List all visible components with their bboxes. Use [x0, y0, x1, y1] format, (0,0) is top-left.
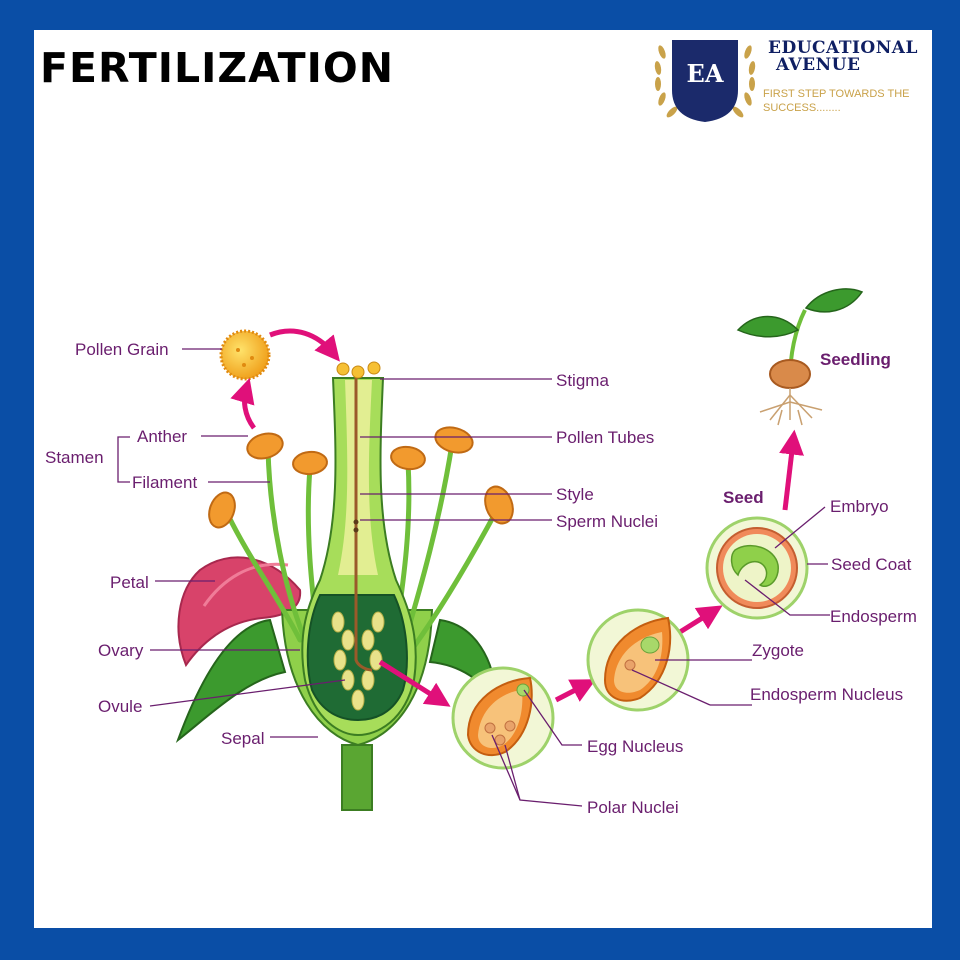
brand-monogram: EA	[687, 59, 724, 88]
brand-name-line1: EDUCATIONAL	[768, 38, 918, 58]
label-polar-nuclei: Polar Nuclei	[587, 798, 679, 817]
pollen-grain	[219, 329, 271, 381]
ovules	[331, 611, 385, 711]
seedling	[736, 288, 864, 426]
label-pollen-grain: Pollen Grain	[75, 340, 169, 359]
label-style: Style	[556, 485, 594, 504]
brand-name-line2: AVENUE	[776, 55, 861, 75]
process-arrows	[230, 328, 804, 707]
laurel-left-icon	[654, 45, 678, 118]
pollen-tube	[354, 378, 373, 672]
anthers	[208, 426, 514, 529]
label-sperm-nuclei: Sperm Nuclei	[556, 512, 658, 531]
label-anther: Anther	[137, 427, 187, 446]
page-title: FERTILIZATION	[40, 44, 395, 92]
label-stamen: Stamen	[45, 448, 104, 467]
label-filament: Filament	[132, 473, 197, 492]
label-embryo: Embryo	[830, 497, 889, 516]
label-sepal: Sepal	[221, 729, 264, 748]
flower-stem	[341, 744, 373, 811]
label-stigma: Stigma	[556, 371, 609, 390]
label-seed: Seed	[723, 488, 764, 507]
stigma-pollen	[336, 361, 381, 379]
laurel-right-icon	[732, 45, 756, 118]
brand-logo: EA	[654, 40, 756, 122]
brand-tagline-line1: FIRST STEP TOWARDS THE	[763, 88, 910, 100]
content-panel	[34, 30, 932, 928]
arrow-ovary-to-ovule	[378, 659, 451, 707]
label-seedling: Seedling	[820, 350, 891, 369]
style-inner	[338, 380, 378, 575]
leader-lines	[117, 348, 830, 807]
label-seed-coat: Seed Coat	[831, 555, 912, 574]
shield-icon	[672, 40, 738, 122]
brand-tagline-line2: SUCCESS........	[763, 102, 841, 114]
arrow-zygote-to-seed	[678, 605, 723, 635]
label-endosperm: Endosperm	[830, 607, 917, 626]
label-zygote: Zygote	[752, 641, 804, 660]
arrow-ovule-to-zygote	[554, 679, 597, 703]
zygote-stage	[586, 608, 690, 712]
seed-stage	[705, 516, 809, 620]
label-pollen-tubes: Pollen Tubes	[556, 428, 654, 447]
ovule-stage	[451, 666, 555, 770]
arrow-anther-to-pollen	[230, 378, 257, 430]
label-ovary: Ovary	[98, 641, 144, 660]
label-ovule: Ovule	[98, 697, 142, 716]
arrow-pollen-to-stigma	[269, 328, 340, 362]
arrow-seed-to-seedling	[779, 429, 804, 511]
label-petal: Petal	[110, 573, 149, 592]
label-egg-nucleus: Egg Nucleus	[587, 737, 683, 756]
label-endosperm-nucleus: Endosperm Nucleus	[750, 685, 903, 704]
